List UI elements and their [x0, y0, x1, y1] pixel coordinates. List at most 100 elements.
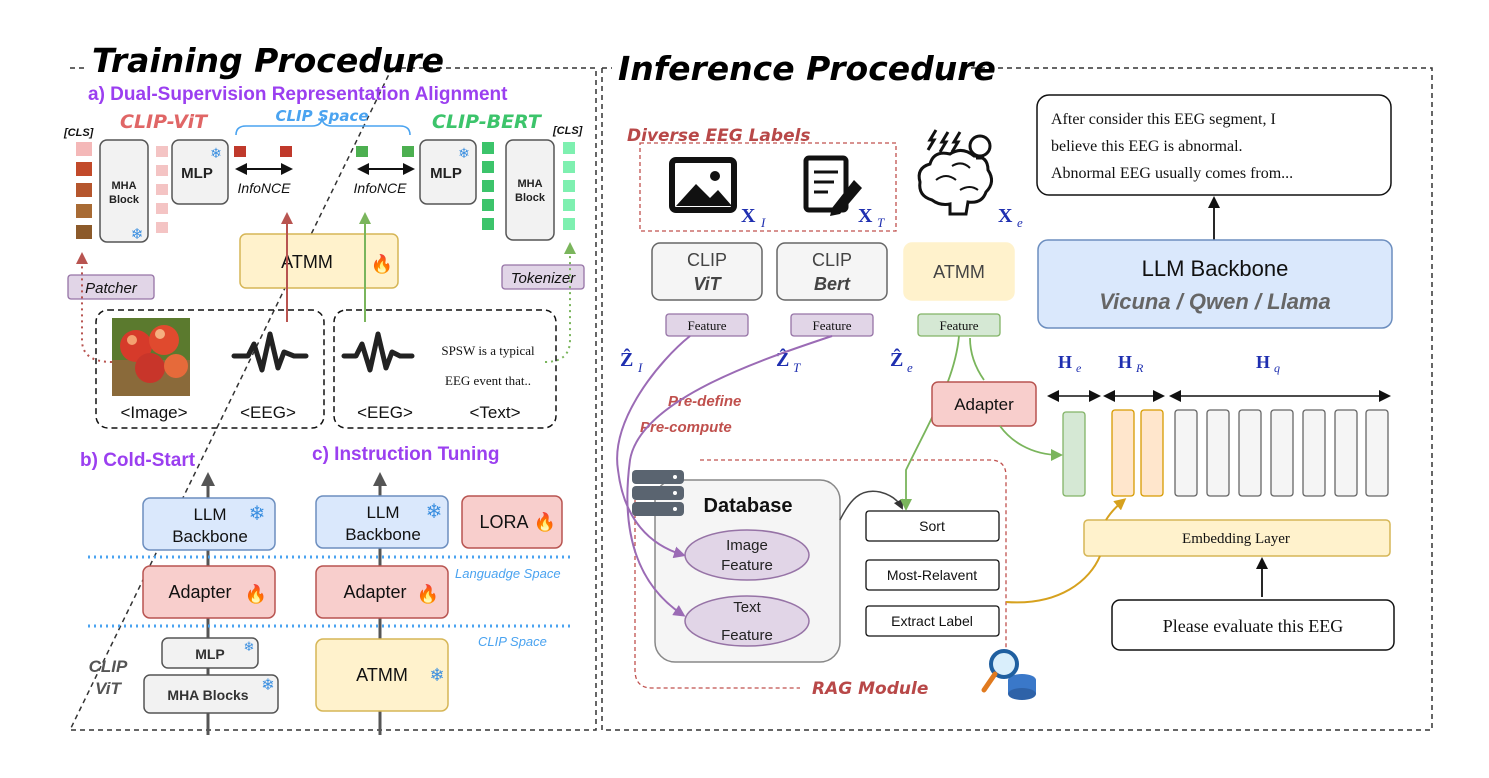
adapter-instr-label: Adapter — [343, 582, 406, 602]
atmm-training-label: ATMM — [281, 252, 333, 272]
image-eeg-input-box — [95, 309, 325, 429]
atmm-inference — [903, 242, 1015, 301]
database-icon — [632, 470, 684, 516]
arrow-vit-to-image-feature — [616, 335, 691, 559]
clip-space-bottom-label: CLIP Space — [478, 634, 547, 649]
vit-token-column — [156, 146, 168, 233]
llm-backbone-cold-start — [142, 497, 276, 551]
embedding-token — [356, 146, 368, 157]
training-title: Training Procedure — [92, 41, 444, 80]
clip-space-brace — [235, 116, 411, 136]
clip-vit-encoder — [651, 242, 763, 301]
output-line3: Abnormal EEG usually comes from... — [1051, 165, 1293, 182]
input-eeg2-label: <EEG> — [357, 403, 413, 422]
atmm-frozen-label: ATMM — [356, 665, 408, 685]
arrow-embedding-to-rag-tokens — [1105, 498, 1127, 521]
mha-blocks-label: MHA Blocks — [167, 687, 248, 703]
input-text-label: <Text> — [469, 403, 520, 422]
x-e-subscript: e — [1017, 215, 1023, 230]
llm-models-label: Vicuna / Qwen / Llama — [1099, 289, 1330, 314]
language-space-label: Languadge Space — [455, 566, 561, 581]
snowflake-icon: ❄ — [131, 226, 144, 243]
eeg-token-bar — [1062, 411, 1086, 497]
lora-box — [461, 495, 563, 549]
tokenizer-box — [501, 264, 585, 290]
input-eeg-label: <EEG> — [240, 403, 296, 422]
database-label: Database — [704, 495, 793, 517]
clip-vit-side-line1: CLIP — [89, 657, 128, 676]
rag-token-bar — [1111, 409, 1135, 497]
fire-icon: 🔥 — [371, 253, 393, 274]
mlp-small-label: MLP — [195, 646, 225, 662]
clip-vit-encoder-line1: CLIP — [687, 250, 727, 270]
mha-block-bert-line1: MHA — [517, 178, 542, 190]
cls-token-left — [76, 142, 92, 156]
clip-bert-encoder-line2: Bert — [814, 274, 851, 294]
snowflake-icon: ❄ — [429, 665, 444, 685]
eeg-icon — [341, 331, 415, 373]
z-t-subscript: T — [793, 360, 801, 375]
bert-token-column — [482, 142, 494, 230]
clip-vit-side-line2: ViT — [95, 679, 122, 698]
snowflake-icon: ❄ — [458, 145, 470, 161]
clip-bert-encoder — [776, 242, 888, 301]
mlp-small — [161, 637, 259, 669]
embedding-token — [280, 146, 292, 157]
feature-atmm-label: Feature — [940, 318, 979, 333]
precompute-label: Pre-compute — [640, 419, 732, 436]
text-feature-line1: Text — [733, 599, 761, 616]
snowflake-icon: ❄ — [249, 503, 266, 525]
tokenizer-label: Tokenizer — [511, 270, 576, 287]
snowflake-icon: ❄ — [210, 145, 222, 161]
adapter-cold-label: Adapter — [168, 582, 231, 602]
clip-space-label: CLIP Space — [275, 107, 368, 125]
text-feature-line2: Feature — [721, 627, 773, 644]
most-relevant-label: Most-Relavent — [887, 567, 977, 583]
arrow-bert-to-text-feature — [626, 335, 833, 617]
fire-icon: 🔥 — [417, 583, 439, 604]
clip-bert-label: CLIP-BERT — [432, 111, 543, 133]
rag-module-label: RAG Module — [812, 679, 928, 699]
brain-idea-icon — [917, 129, 993, 216]
x-t-symbol: X — [858, 205, 873, 227]
rag-module-border-top — [700, 459, 1007, 670]
image-feature-line1: Image — [726, 537, 768, 554]
cls-left: [CLS] — [63, 127, 94, 139]
document-edit-icon — [803, 155, 862, 216]
atmm-frozen — [315, 638, 449, 712]
prompt-label: Please evaluate this EEG — [1163, 616, 1343, 636]
spsw-text-line2: EEG event that.. — [445, 373, 531, 388]
inference-panel: Inference Procedure Diverse EEG Labels X… — [601, 49, 1433, 731]
z-e-subscript: e — [907, 360, 913, 375]
rag-module-border-bottom — [634, 500, 800, 689]
output-line2: believe this EEG is abnormal. — [1051, 138, 1243, 155]
llm-backbone-inference — [1037, 239, 1393, 329]
inference-title: Inference Procedure — [618, 49, 996, 88]
h-r-subscript: R — [1135, 361, 1144, 375]
eeg-text-input-box — [333, 309, 557, 429]
clip-vit-label: CLIP-ViT — [120, 111, 209, 133]
embedding-layer — [1083, 519, 1391, 557]
tokenizer-dotted-arrow — [544, 242, 576, 363]
embedding-token — [234, 146, 246, 157]
image-icon — [669, 157, 737, 213]
patcher-dotted-arrow — [76, 252, 113, 363]
arrow-database-to-sort — [839, 490, 903, 521]
prompt-box — [1111, 599, 1395, 651]
fire-icon: 🔥 — [534, 511, 556, 532]
z-e-symbol: Ẑ — [890, 347, 903, 371]
image-patch — [76, 204, 92, 218]
embedding-layer-label: Embedding Layer — [1182, 531, 1290, 547]
x-i-subscript: I — [760, 215, 766, 230]
adapter-inference-label: Adapter — [954, 395, 1014, 414]
input-image-label: <Image> — [120, 403, 187, 422]
atmm-training — [239, 233, 399, 289]
mlp-vit-label: MLP — [181, 165, 213, 182]
adapter-instruction — [315, 565, 449, 619]
x-i-symbol: X — [741, 205, 756, 227]
mha-block-vit — [99, 139, 149, 243]
output-response-box — [1036, 94, 1392, 196]
llm-cold-line2: Backbone — [172, 527, 248, 546]
mha-block-vit-line2: Block — [109, 194, 140, 206]
